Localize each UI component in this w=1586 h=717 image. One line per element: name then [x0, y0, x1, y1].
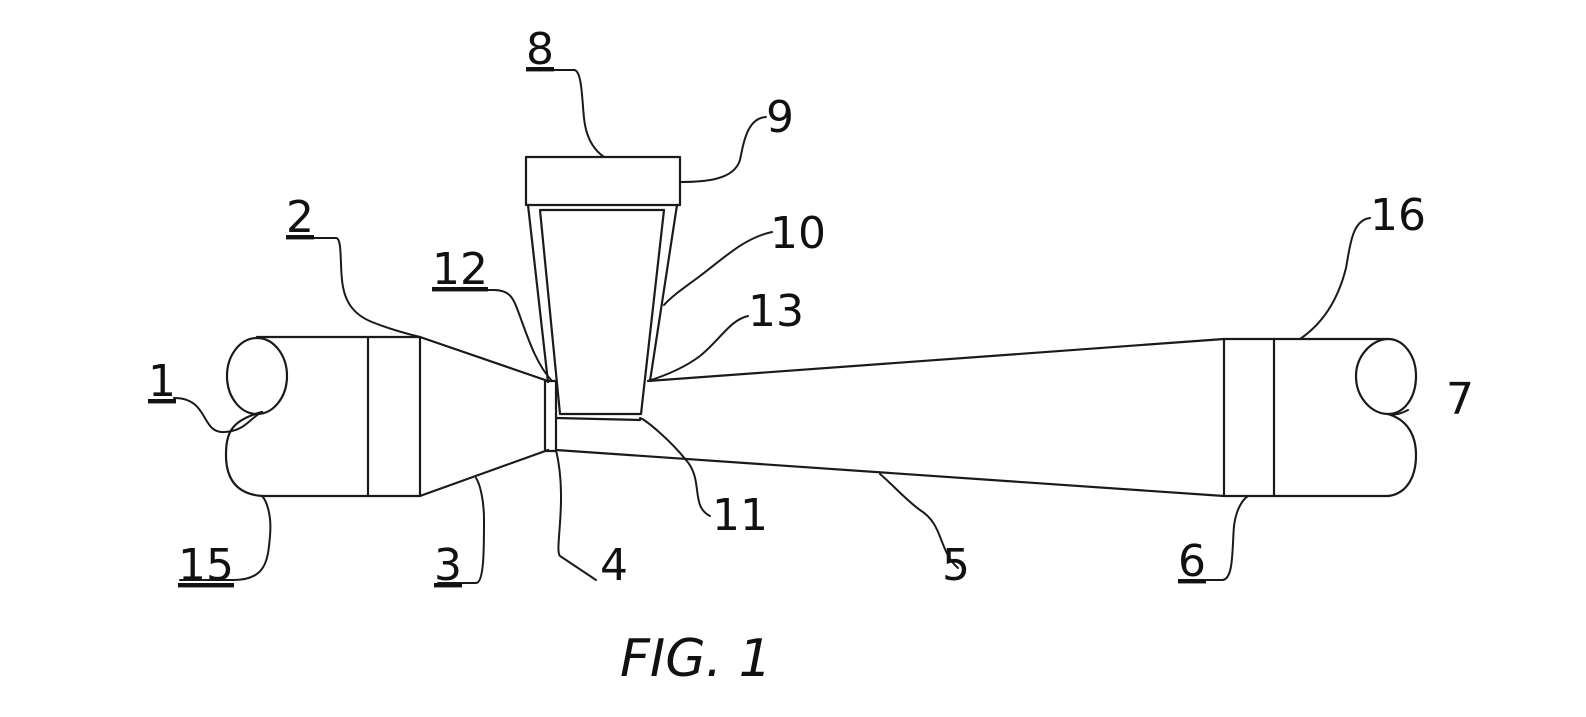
leader-15: [179, 495, 272, 581]
leader-9: [679, 116, 767, 183]
leader-6: [1181, 495, 1249, 581]
label-5: 5: [942, 540, 970, 591]
leader-2: [289, 237, 421, 338]
leader-12: [437, 289, 553, 382]
tube-inner-wall: [538, 208, 666, 416]
converging-top-edge: [418, 335, 550, 383]
leader-16: [1299, 217, 1371, 340]
diverging-section: [554, 337, 1226, 498]
leader-10: [663, 231, 773, 306]
diverging-bottom-edge: [554, 448, 1226, 498]
chamber-bottom-line: [554, 416, 642, 422]
label-15: 15: [178, 540, 234, 591]
inlet-pipe-opening: [225, 336, 289, 416]
outlet-pipe-end-upper: [1354, 337, 1418, 416]
label-4: 4: [600, 540, 628, 591]
leader-3: [437, 477, 486, 584]
leader-11: [639, 417, 711, 517]
leader-7-bracket: [1387, 409, 1409, 416]
label-11: 11: [712, 490, 768, 541]
leader-8: [529, 69, 605, 158]
leader-5: [879, 473, 959, 569]
inlet-pipe-end-curve: [224, 410, 264, 498]
label-7: 7: [1446, 374, 1474, 425]
reference-numerals: 1 2 3 4 5 6 7 8 9 10 11 12 13 15 16: [148, 24, 1474, 591]
converging-bottom-edge: [418, 448, 550, 498]
label-6: 6: [1178, 536, 1206, 587]
label-10: 10: [770, 208, 826, 259]
label-2: 2: [286, 192, 314, 243]
outlet-pipe-end-lower: [1386, 412, 1418, 498]
vertical-tube: [524, 155, 682, 416]
label-12: 12: [432, 244, 488, 295]
throat-body: [543, 379, 558, 453]
label-13: 13: [748, 286, 804, 337]
leader-lines: [173, 69, 1409, 584]
outlet-pipe: [1222, 337, 1418, 498]
label-9: 9: [766, 92, 794, 143]
label-16: 16: [1370, 190, 1426, 241]
leader-13: [647, 315, 749, 382]
leader-1: [173, 397, 263, 434]
label-3: 3: [434, 540, 462, 591]
label-8: 8: [526, 24, 554, 75]
diverging-top-edge: [646, 337, 1226, 383]
leader-4: [555, 449, 597, 581]
tube-cap: [524, 155, 682, 207]
figure-caption: FIG. 1: [620, 629, 772, 689]
converging-section: [418, 335, 550, 498]
throat: [543, 379, 558, 453]
label-1: 1: [148, 356, 176, 407]
tube-outer-wall: [526, 203, 679, 384]
